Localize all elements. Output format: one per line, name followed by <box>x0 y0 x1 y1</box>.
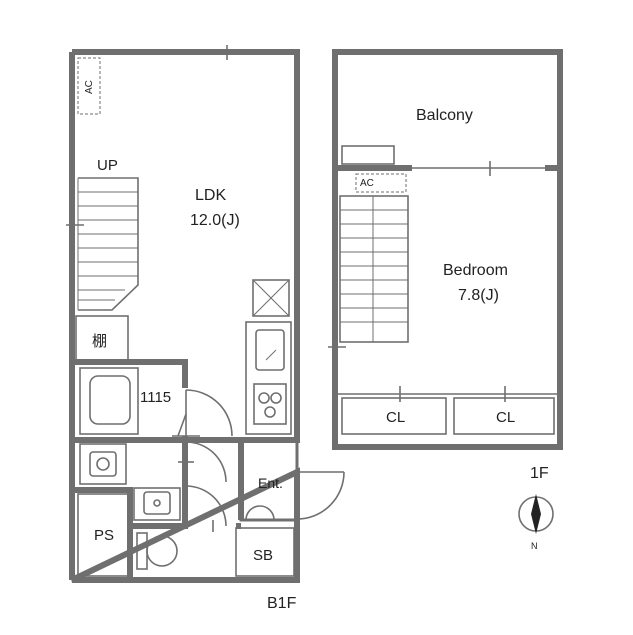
bedroom-size: 7.8(J) <box>458 287 499 304</box>
f1-stairs <box>328 195 409 348</box>
bathtub <box>79 367 139 435</box>
washing-machine <box>79 443 127 485</box>
f1-ac-label: AC <box>360 178 374 189</box>
b1f-label: B1F <box>267 595 297 612</box>
north-arrow-icon <box>531 494 541 534</box>
entrance <box>239 438 299 522</box>
sb-label: SB <box>253 547 273 564</box>
shelf-label: 棚 <box>92 333 107 350</box>
ps-label: PS <box>94 527 114 544</box>
lavatory-wall <box>72 440 241 580</box>
ac-label: AC <box>84 80 95 94</box>
entrance-door <box>245 471 345 521</box>
up-label: UP <box>97 157 118 174</box>
outdoor-unit <box>341 145 395 165</box>
lavatory-door <box>178 441 227 527</box>
closets <box>338 386 557 435</box>
ldk-size: 12.0(J) <box>190 212 240 229</box>
b1f-stairs <box>66 177 139 311</box>
ldk-name: LDK <box>195 187 226 204</box>
closet-left-label: CL <box>386 409 405 426</box>
balcony-label: Balcony <box>416 107 473 124</box>
bath-size: 1115 <box>140 389 171 406</box>
bedroom-name: Bedroom <box>443 262 508 279</box>
kitchen-counter <box>245 321 292 435</box>
wash-basin <box>133 487 181 521</box>
compass-north-label: N <box>531 541 538 551</box>
f1-label: 1F <box>530 465 549 482</box>
entrance-label: Ent. <box>258 475 283 491</box>
compass: N <box>518 494 554 551</box>
f1-ac-unit <box>355 173 407 193</box>
toilet <box>136 520 214 570</box>
b1f-plan: AC UP LDK 12.0(J) <box>66 45 345 612</box>
f1-plan: Balcony AC Bedroom 7.8(J) <box>328 49 563 482</box>
f1-outer-wall <box>332 49 563 450</box>
ac-unit <box>77 57 101 115</box>
bath-door <box>172 389 233 437</box>
fridge-space <box>252 279 290 317</box>
shoe-box <box>235 527 295 577</box>
closet-right-label: CL <box>496 409 515 426</box>
ps-shaft <box>77 493 129 577</box>
